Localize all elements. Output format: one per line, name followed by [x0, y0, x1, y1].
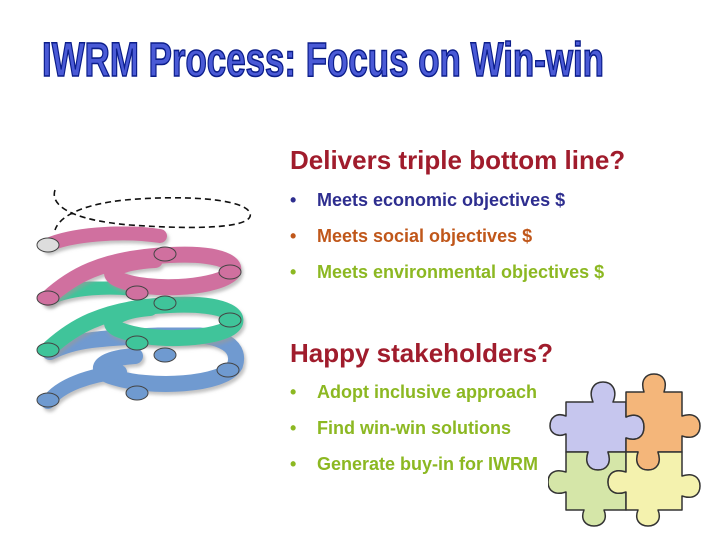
spiral-node — [36, 237, 60, 253]
spiral-node — [125, 385, 149, 401]
spiral-svg — [36, 189, 251, 409]
bullet-text: Generate buy-in for IWRM — [317, 454, 539, 474]
bullet-win-win: • Find win-win solutions — [290, 416, 538, 452]
bullet-dot: • — [290, 454, 297, 474]
spiral-node — [218, 264, 242, 280]
spiral-node — [36, 392, 60, 408]
bullet-text: Find win-win solutions — [317, 418, 511, 438]
puzzle-piece-yellow — [607, 451, 701, 527]
bullet-text: Meets economic objectives $ — [317, 190, 566, 210]
slide-title: IWRM Process: Focus on Win-win — [40, 28, 700, 88]
heading-happy-stakeholders: Happy stakeholders? — [290, 338, 553, 368]
heading-triple-bottom-line: Delivers triple bottom line? — [290, 145, 626, 175]
spiral-nodes — [36, 237, 242, 408]
bullet-buy-in: • Generate buy-in for IWRM — [290, 452, 538, 488]
bullet-text: Meets social objectives $ — [317, 226, 533, 246]
bullet-dot: • — [290, 190, 297, 210]
bullet-text: Meets environmental objectives $ — [317, 262, 605, 282]
bullet-dot: • — [290, 262, 297, 282]
spiral-node — [36, 342, 60, 358]
bullet-dot: • — [290, 418, 297, 438]
bullet-list-stakeholders: • Adopt inclusive approach • Find win-wi… — [290, 380, 538, 488]
slide-title-text: IWRM Process: Focus on Win-win — [42, 34, 604, 87]
bullet-list-objectives: • Meets economic objectives $ • Meets so… — [290, 188, 604, 296]
bullet-economic: • Meets economic objectives $ — [290, 188, 604, 224]
spiral-node — [153, 246, 177, 262]
puzzle-svg — [547, 373, 701, 527]
bullet-dot: • — [290, 382, 297, 402]
spiral-node — [125, 335, 149, 351]
spiral-node — [153, 347, 177, 363]
spiral-node — [125, 285, 149, 301]
spiral-process-graphic — [30, 180, 270, 415]
spiral-node — [153, 295, 177, 311]
bullet-inclusive: • Adopt inclusive approach — [290, 380, 538, 416]
bullet-dot: • — [290, 226, 297, 246]
dashed-loop — [53, 189, 251, 231]
spiral-node — [218, 312, 242, 328]
puzzle-pieces-graphic — [547, 372, 708, 527]
bullet-text: Adopt inclusive approach — [317, 382, 538, 402]
spiral-node — [216, 362, 240, 378]
bullet-social: • Meets social objectives $ — [290, 224, 604, 260]
slide-title-svg: IWRM Process: Focus on Win-win — [41, 33, 605, 88]
bullet-environmental: • Meets environmental objectives $ — [290, 260, 604, 296]
spiral-node — [36, 290, 60, 306]
